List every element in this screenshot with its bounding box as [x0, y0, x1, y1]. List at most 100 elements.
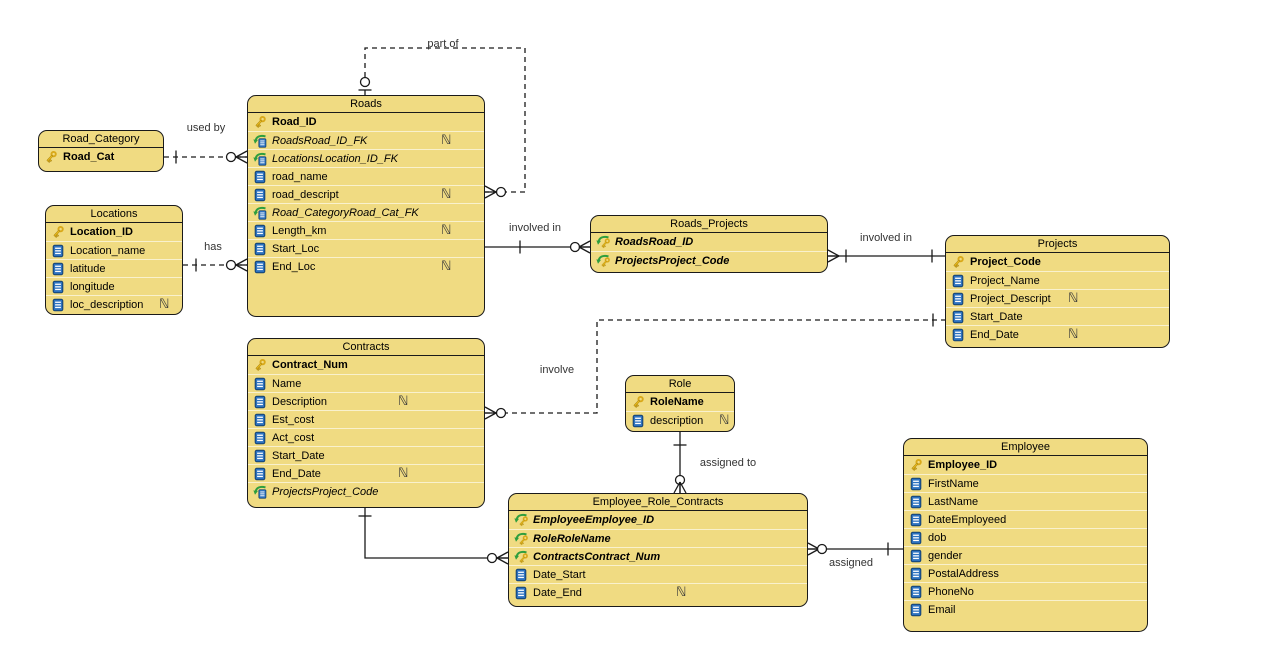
primary-key-icon: [909, 458, 923, 472]
column-icon: [51, 298, 65, 312]
relationship-roads-projects-involved-in-projects[interactable]: [827, 249, 945, 263]
column-row[interactable]: Project_Name: [946, 271, 1169, 289]
column-name: Act_cost: [272, 431, 315, 444]
nullable-icon: ℕ: [1068, 327, 1079, 342]
cardinality-zero-icon: [225, 259, 237, 271]
column-name: End_Date: [272, 467, 321, 480]
relationship-road-category-used-by-roads[interactable]: [164, 150, 248, 164]
column-row[interactable]: EmployeeEmployee_ID: [509, 511, 807, 529]
column-name: Location_name: [70, 244, 146, 257]
column-row[interactable]: Road_CategoryRoad_Cat_FK: [248, 203, 484, 221]
relationship-locations-has-roads[interactable]: [183, 258, 248, 272]
column-row[interactable]: Date_End ℕ: [509, 583, 807, 601]
column-row[interactable]: Location_ID: [46, 223, 182, 241]
relationship-line[interactable]: [364, 47, 526, 193]
column-name: PhoneNo: [928, 585, 974, 598]
column-row[interactable]: ProjectsProject_Code: [248, 482, 484, 500]
column-row[interactable]: ContractsContract_Num: [509, 547, 807, 565]
column-row[interactable]: Road_Cat: [39, 148, 163, 166]
relationship-role-assigned-to-erc[interactable]: [673, 432, 687, 494]
column-icon: [951, 274, 965, 288]
column-row[interactable]: Employee_ID: [904, 456, 1147, 474]
column-row[interactable]: latitude: [46, 259, 182, 277]
column-icon: [253, 449, 267, 463]
column-row[interactable]: Date_Start: [509, 565, 807, 583]
cardinality-zero-icon: [225, 151, 237, 163]
column-row[interactable]: RoleName: [626, 393, 734, 411]
relationship-roads-involved-in-roads-projects[interactable]: [485, 240, 591, 254]
column-row[interactable]: Est_cost: [248, 410, 484, 428]
column-row[interactable]: PhoneNo: [904, 582, 1147, 600]
column-row[interactable]: PostalAddress: [904, 564, 1147, 582]
column-row[interactable]: DateEmployeed: [904, 510, 1147, 528]
column-icon: [51, 244, 65, 258]
column-icon: [951, 310, 965, 324]
column-row[interactable]: Start_Date: [946, 307, 1169, 325]
column-row[interactable]: Email: [904, 600, 1147, 618]
cardinality-many-icon: [496, 551, 509, 565]
column-row[interactable]: Start_Loc: [248, 239, 484, 257]
column-row[interactable]: dob: [904, 528, 1147, 546]
relationship-line[interactable]: [364, 508, 508, 559]
column-name: Start_Date: [272, 449, 325, 462]
column-row[interactable]: Start_Date: [248, 446, 484, 464]
cardinality-zero-icon: [569, 241, 581, 253]
nullable-icon: ℕ: [441, 133, 452, 148]
column-name: Date_End: [533, 586, 582, 599]
column-row[interactable]: Road_ID: [248, 113, 484, 131]
column-row[interactable]: Name: [248, 374, 484, 392]
primary-foreign-key-icon: [596, 254, 610, 268]
nullable-icon: ℕ: [441, 259, 452, 274]
column-icon: [253, 170, 267, 184]
column-row[interactable]: Act_cost: [248, 428, 484, 446]
relationship-contracts-to-erc[interactable]: [358, 508, 509, 565]
relationship-contracts-involve-projects[interactable]: [484, 313, 945, 420]
entity-title: Roads: [248, 96, 484, 113]
column-row[interactable]: road_name: [248, 167, 484, 185]
entity-title: Employee: [904, 439, 1147, 456]
relationship-label: used by: [186, 122, 226, 134]
column-row[interactable]: LastName: [904, 492, 1147, 510]
entity-title: Roads_Projects: [591, 216, 827, 233]
column-row[interactable]: Location_name: [46, 241, 182, 259]
column-row[interactable]: gender: [904, 546, 1147, 564]
column-icon: [909, 477, 923, 491]
column-name: Road_CategoryRoad_Cat_FK: [272, 206, 419, 219]
column-icon: [909, 549, 923, 563]
nullable-icon: ℕ: [676, 585, 687, 600]
column-name: RoleRoleName: [533, 532, 611, 545]
relationship-line[interactable]: [485, 319, 945, 414]
column-row[interactable]: ProjectsProject_Code: [591, 251, 827, 269]
column-icon: [51, 280, 65, 294]
column-name: Est_cost: [272, 413, 315, 426]
column-row[interactable]: FirstName: [904, 474, 1147, 492]
column-row[interactable]: Project_Code: [946, 253, 1169, 271]
column-row[interactable]: RoleRoleName: [509, 529, 807, 547]
column-row[interactable]: Contract_Num: [248, 356, 484, 374]
relationship-erc-assigned-employee[interactable]: [807, 542, 903, 556]
column-icon: [253, 467, 267, 481]
column-row[interactable]: longitude: [46, 277, 182, 295]
column-row[interactable]: LocationsLocation_ID_FK: [248, 149, 484, 167]
column-row[interactable]: RoadsRoad_ID: [591, 233, 827, 251]
relationship-roads-part-of-roads[interactable]: [358, 47, 526, 199]
